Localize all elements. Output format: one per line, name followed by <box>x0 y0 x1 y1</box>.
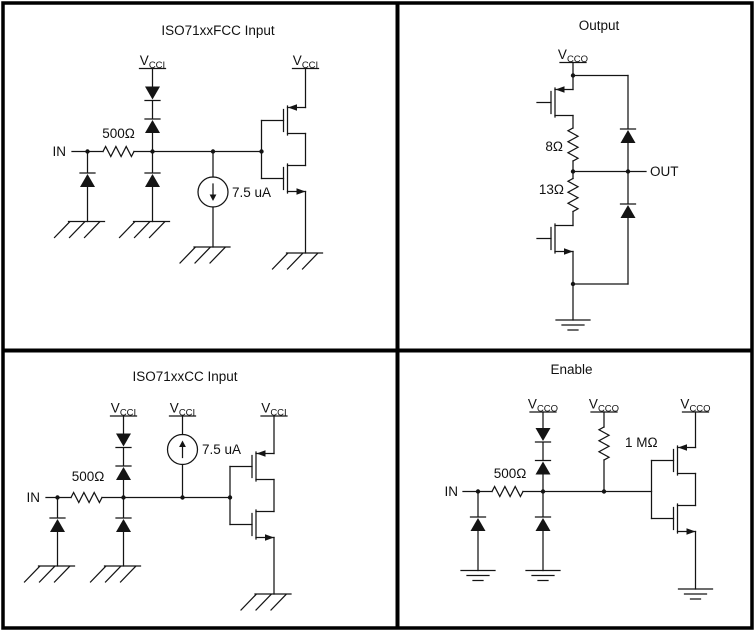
in-port-label: IN <box>53 144 67 159</box>
diode-symbol <box>534 459 552 476</box>
panel-output: Output VCCO 8Ω 13Ω OUT <box>536 18 679 331</box>
input-clamp-diode-branch <box>23 496 76 583</box>
diode-symbol <box>144 85 161 102</box>
junction-dots <box>475 489 607 494</box>
current-value: 7.5 uA <box>202 442 241 457</box>
nmos-symbol <box>251 509 275 542</box>
panel-iso71xxfcc-input: ISO71xxFCC Input IN 500Ω VCCI <box>53 23 324 270</box>
supply-label: VCCI <box>261 401 286 419</box>
output-clamp-diode-branch <box>572 74 637 285</box>
panel-title: ISO71xxCC Input <box>132 369 237 384</box>
cmos-inverter: VCCI <box>260 53 324 270</box>
panel-title: ISO71xxFCC Input <box>161 23 275 38</box>
nmos-symbol <box>282 163 307 196</box>
supply-label: VCCI <box>111 401 136 419</box>
diode-symbol <box>144 172 161 188</box>
junction-dots <box>85 149 264 154</box>
pullup-resistor-branch: VCCO 1 MΩ <box>589 397 658 493</box>
supply-label: VCCI <box>293 53 318 71</box>
current-source-symbol <box>166 433 199 466</box>
cmos-inverter: VCCI <box>229 401 292 611</box>
pmos-symbol <box>672 443 697 476</box>
diode-symbol <box>79 172 96 188</box>
in-port-label: IN <box>445 484 459 499</box>
resistor-value: 500Ω <box>494 466 527 481</box>
supply-label: VCCO <box>680 397 710 415</box>
resistor-value: 500Ω <box>102 126 135 141</box>
resistor-symbol <box>102 145 135 158</box>
diode-symbol <box>619 128 637 144</box>
ground-hatched-symbol <box>53 220 106 239</box>
ground-hatched-symbol <box>23 565 76 583</box>
panel-title: Enable <box>550 362 592 377</box>
input-clamp-diode-branch <box>53 150 106 239</box>
supply-label: VCCO <box>558 47 588 65</box>
ground-hatched-symbol <box>89 565 142 583</box>
pmos-symbol <box>251 449 275 482</box>
pmos-symbol <box>282 103 307 136</box>
diode-symbol <box>534 516 552 532</box>
nmos-symbol <box>550 223 574 256</box>
junction-dots <box>55 495 233 500</box>
supply-label: VCCI <box>170 401 195 419</box>
resistor-value: 1 MΩ <box>625 435 658 450</box>
nmos-symbol <box>672 503 697 536</box>
ground-earth-symbol <box>525 569 561 582</box>
input-clamp-diode-branch <box>460 490 496 582</box>
resistor-symbol <box>567 177 579 213</box>
resistor-value: 8Ω <box>545 139 563 154</box>
resistor-symbol <box>70 491 103 504</box>
pmos-symbol <box>550 85 574 118</box>
supply-label: VCCO <box>589 397 619 415</box>
diode-symbol <box>144 118 161 134</box>
diode-symbol <box>115 432 132 449</box>
ground-earth-symbol <box>677 588 714 600</box>
junction-dots <box>570 73 631 287</box>
ground-hatched-symbol <box>118 220 171 239</box>
diode-symbol <box>49 517 66 533</box>
current-source-branch: VCCI 7.5 uA <box>166 401 241 499</box>
resistor-symbol <box>598 426 610 461</box>
panel-enable: Enable IN 500Ω VCCO VCCO <box>445 362 714 600</box>
vcc-clamp-branch: VCCI <box>89 401 142 583</box>
ground-hatched-symbol <box>271 252 324 270</box>
diode-symbol <box>115 517 132 533</box>
ground-earth-symbol <box>460 569 496 582</box>
diode-symbol <box>469 516 487 532</box>
resistor-symbol <box>491 485 524 498</box>
diode-symbol <box>619 203 637 219</box>
panel-title: Output <box>579 18 620 33</box>
current-source-branch: 7.5 uA <box>179 150 271 264</box>
ground-hatched-symbol <box>179 246 231 264</box>
vcc-clamp-branch: VCCI <box>118 53 171 239</box>
current-value: 7.5 uA <box>232 185 271 200</box>
current-source-symbol <box>197 176 229 208</box>
resistor-symbol <box>567 127 579 162</box>
supply-label: VCCI <box>140 53 165 71</box>
panel-iso71xxcc-input: ISO71xxCC Input IN 500Ω VCCI VC <box>23 369 292 611</box>
cmos-inverter: VCCO <box>650 397 714 600</box>
vcc-clamp-branch: VCCO <box>525 397 561 582</box>
supply-label: VCCO <box>528 397 558 415</box>
diode-symbol <box>534 427 552 443</box>
ground-earth-symbol <box>555 319 591 331</box>
in-port-label: IN <box>27 490 41 505</box>
out-port-label: OUT <box>650 164 679 179</box>
resistor-value: 500Ω <box>72 469 105 484</box>
ground-hatched-symbol <box>240 593 292 611</box>
diode-symbol <box>115 465 132 481</box>
resistor-value: 13Ω <box>539 182 564 197</box>
